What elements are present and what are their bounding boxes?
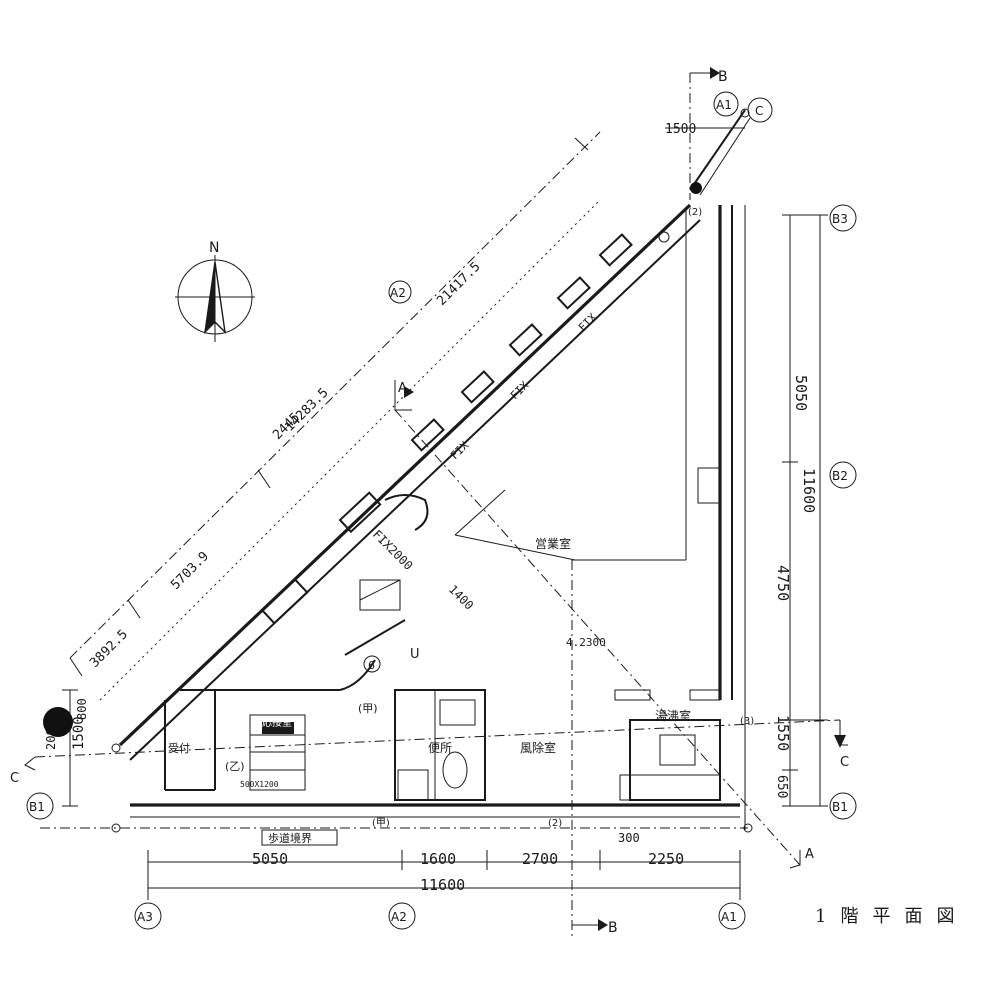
section-line-b: B B (572, 67, 728, 936)
section-c-left: C (10, 771, 19, 786)
building-walls (118, 109, 751, 940)
street-boundary-label: 歩道境界 (268, 831, 312, 845)
dim-top-1500: 1500 (665, 122, 696, 137)
left-dimensions: 1500 200 800 (43, 689, 89, 807)
top-dimension: 1500 (665, 122, 745, 194)
label-3: (3) (740, 716, 754, 727)
grid-label-a2-diag: A2 (390, 286, 406, 300)
grid-c: C (755, 104, 763, 118)
grid-a1-bottom: A1 (721, 910, 737, 924)
grid-b3: B3 (832, 212, 848, 226)
dim-2700: 2700 (522, 850, 558, 868)
section-b-bottom: B (608, 920, 618, 936)
dim-right-1550: 1550 (774, 715, 792, 751)
dim-2250: 2250 (648, 850, 684, 868)
dim-diag-21417: 21417.5 (434, 259, 483, 308)
grid-bubbles: A1 C A3 A2 A1 B1 B1 B2 B3 (26, 91, 857, 930)
section-b-top: B (718, 69, 728, 85)
bottom-dimensions: 5050 1600 2700 2250 11600 300 歩道境界 (40, 827, 748, 900)
label-size: 500X1200 (240, 780, 279, 789)
section-a-bottom: A (805, 847, 814, 862)
grid-b2: B2 (832, 469, 848, 483)
label-kou-bottom: (甲) (372, 818, 390, 829)
label-kou: (甲) (358, 702, 378, 715)
dim-300: 300 (618, 831, 640, 845)
grid-a1: A1 (716, 98, 732, 112)
room-counter: 受付 (168, 742, 190, 755)
room-entrance: 風除室 (520, 740, 556, 755)
grid-b1-left: B1 (29, 800, 45, 814)
grid-a2: A2 (391, 910, 407, 924)
dim-left-1500: 1500 (71, 716, 87, 750)
label-otsu: (乙) (225, 760, 245, 773)
dim-diag-5703: 5703.9 (168, 549, 212, 593)
label-1400: 1400 (446, 582, 476, 612)
label-fix2000: FIX2000 (370, 527, 416, 573)
label-4-2300: 4.2300 (566, 636, 606, 649)
dim-11600: 11600 (420, 876, 465, 894)
diagonal-dimension-line: 3892.5 5703.9 2445 14283.5 21417.5 A2 (69, 131, 601, 701)
dim-diag-14283: 14283.5 (282, 385, 331, 434)
label-fix-1: FIX (448, 439, 472, 463)
dim-left-800: 800 (75, 698, 89, 720)
dim-1600: 1600 (420, 850, 456, 868)
north-compass: N (175, 240, 255, 342)
grid-a3: A3 (137, 910, 153, 924)
room-storage: 湯沸室 (655, 708, 691, 723)
dim-diag-3892: 3892.5 (87, 627, 131, 671)
label-2-bottom: (2) (548, 818, 562, 829)
section-line-a: A A (394, 380, 814, 869)
room-labels: 営業室 風除室 便所 応接室 湯沸室 受付 (168, 536, 691, 755)
section-line-c: C C (10, 719, 849, 786)
label-six: 6 (368, 659, 375, 672)
grid-b1-right: B1 (832, 800, 848, 814)
label-u: U (410, 647, 420, 662)
room-wc: 便所 (428, 741, 452, 755)
compass-north-label: N (209, 240, 219, 256)
right-dimensions: 5050 11600 4750 1550 650 (774, 214, 828, 807)
label-2-top: (2) (688, 207, 702, 218)
room-office: 営業室 (535, 536, 571, 551)
dim-5050: 5050 (252, 850, 288, 868)
dim-right-650: 650 (774, 775, 789, 798)
section-a-top: A (398, 381, 407, 396)
label-fix-3: FIX (576, 311, 600, 335)
dim-right-5050: 5050 (792, 375, 810, 411)
room-lounge: 応接室 (262, 716, 292, 729)
dim-right-4750: 4750 (774, 565, 792, 601)
dim-right-11600: 11600 (800, 468, 818, 513)
section-c-right: C (840, 755, 849, 770)
drawing-title: 1階平面図 (815, 906, 968, 927)
